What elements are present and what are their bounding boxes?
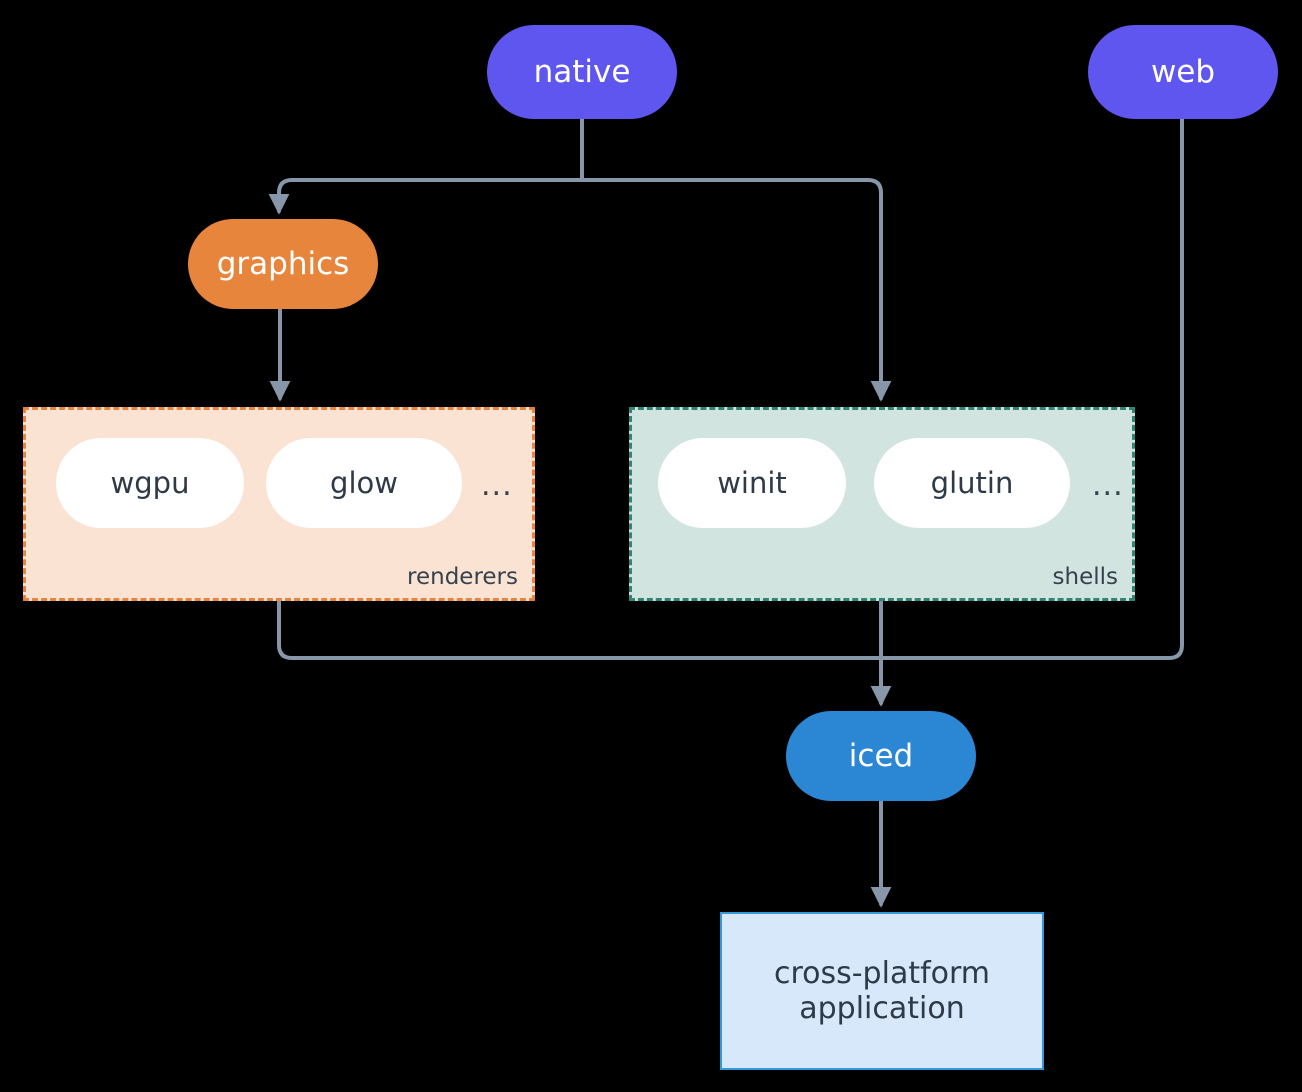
node-native[interactable]: native: [487, 25, 677, 119]
group-item-glow[interactable]: glow: [266, 438, 462, 528]
edge-native-to-shells: [580, 178, 892, 402]
node-web-label: web: [1150, 53, 1216, 90]
node-graphics[interactable]: graphics: [188, 219, 378, 309]
node-native-label: native: [533, 53, 631, 90]
group-item-glutin-label: glutin: [930, 465, 1014, 500]
group-item-winit[interactable]: winit: [658, 438, 846, 528]
group-item-wgpu-label: wgpu: [110, 465, 190, 500]
group-item-glutin[interactable]: glutin: [874, 438, 1070, 528]
edge-native-to-graphics: [268, 178, 584, 215]
shells-ellipsis: ...: [1092, 468, 1124, 503]
node-iced-label: iced: [848, 737, 914, 774]
renderers-ellipsis: ...: [481, 468, 513, 503]
application-label-line1: cross-platform: [773, 955, 991, 991]
application-label-line2: application: [799, 991, 965, 1026]
node-web[interactable]: web: [1088, 25, 1278, 119]
edge-renderers-to-iced: [277, 599, 883, 660]
group-renderers: wgpu glow ... renderers: [23, 407, 535, 601]
group-item-wgpu[interactable]: wgpu: [56, 438, 244, 528]
group-shells-label: shells: [1052, 564, 1118, 590]
node-iced[interactable]: iced: [786, 711, 976, 801]
group-item-glow-label: glow: [330, 465, 398, 500]
node-cross-platform-application[interactable]: cross-platform application: [720, 912, 1044, 1070]
group-shells: winit glutin ... shells: [629, 407, 1135, 601]
group-renderers-label: renderers: [407, 564, 518, 590]
node-graphics-label: graphics: [216, 245, 350, 282]
group-item-winit-label: winit: [717, 465, 787, 500]
